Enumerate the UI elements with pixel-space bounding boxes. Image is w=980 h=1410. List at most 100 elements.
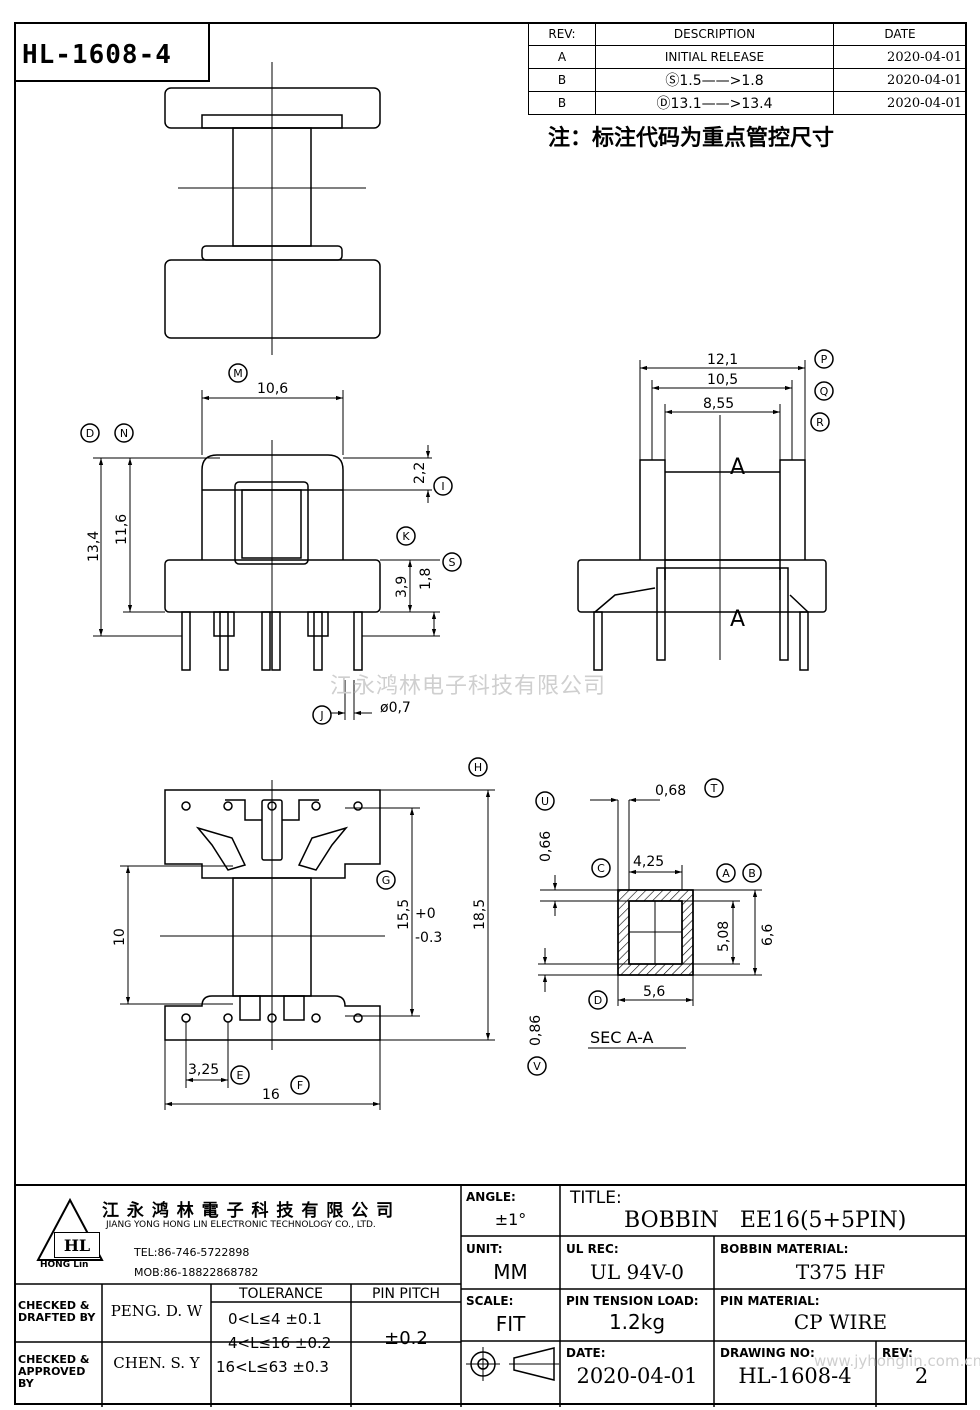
balloon-e-label: E [237, 1069, 244, 1082]
balloon-c-label: C [597, 862, 605, 875]
tolerance-row-3: 16<L≤63 ±0.3 [216, 1358, 329, 1376]
dim-12-1: 12,1 [707, 352, 738, 368]
balloon-h [468, 757, 488, 777]
dim-1-8: 1,8 [418, 568, 434, 590]
balloon-k [396, 526, 416, 546]
dim-5-08: 5,08 [716, 921, 732, 952]
dim-4-25: 4,25 [633, 854, 664, 870]
dim-15-5-tol-minus: -0.3 [415, 930, 442, 946]
balloon-a-label: A [722, 867, 730, 880]
revision-row: A INITIAL RELEASE 2020-04-01 [528, 45, 967, 69]
revision-row: B Ⓢ1.5——>1.8 2020-04-01 [528, 68, 967, 92]
company-tel: TEL:86-746-5722898 [134, 1246, 250, 1259]
balloon-t [704, 778, 724, 798]
dim-15-5-tol-plus: +0 [415, 906, 436, 922]
scale-value: FIT [495, 1312, 526, 1336]
part-number: HL-1608-4 [22, 40, 172, 70]
balloon-r [810, 412, 830, 432]
balloon-p [814, 349, 834, 369]
balloon-j [312, 705, 332, 725]
balloon-a [716, 863, 736, 883]
desc-cell: INITIAL RELEASE [595, 45, 834, 69]
dim-0-66: 0,66 [538, 831, 554, 862]
unit-value: MM [493, 1260, 528, 1284]
drawing-no-label: DRAWING NO: [720, 1346, 815, 1360]
angle-label: ANGLE: [466, 1190, 516, 1204]
balloon-c [591, 858, 611, 878]
pin-material-label: PIN MATERIAL: [720, 1294, 820, 1308]
checked-approved-label: CHECKED & APPROVED BY [18, 1353, 90, 1390]
balloon-m-label: M [233, 367, 243, 380]
balloon-d2-label: D [594, 994, 602, 1007]
dim-10-5: 10,5 [707, 372, 738, 388]
angle-value: ±1° [494, 1210, 527, 1229]
rev-cell: B [528, 91, 596, 115]
balloon-i-label: I [441, 480, 444, 493]
company-mob: MOB:86-18822868782 [134, 1266, 259, 1279]
technical-drawing: 10,6 13,4 11,6 2,2 3,9 1,8 ø0,7 12,1 10,… [80, 62, 834, 1110]
dim-2-2: 2,2 [412, 462, 428, 484]
dim-10: 10 [112, 928, 128, 946]
revision-header-row: REV: DESCRIPTION DATE [528, 22, 967, 46]
dim-5-6: 5,6 [643, 984, 665, 1000]
balloon-k-label: K [402, 530, 410, 543]
balloon-s-label: S [449, 556, 456, 569]
ul-rec-label: UL REC: [566, 1242, 619, 1256]
part-number-box [14, 22, 210, 82]
title-value: BOBBIN EE16(5+5PIN) [624, 1208, 907, 1233]
balloon-q [814, 381, 834, 401]
revision-table: REV: DESCRIPTION DATE A INITIAL RELEASE … [528, 22, 967, 115]
company-logo-sub: HONG Lin [40, 1260, 89, 1270]
dim-6-6: 6,6 [760, 924, 776, 946]
dim-8-55: 8,55 [703, 396, 734, 412]
dim-18-5: 18,5 [472, 899, 488, 930]
date-cell: 2020-04-01 [833, 91, 967, 115]
title-block: HL HONG Lin 江 永 鸿 林 電 子 科 技 有 限 公 司 JIAN… [14, 1184, 980, 1407]
drawing-frame [14, 22, 967, 1405]
desc-cell: Ⓓ13.1——>13.4 [595, 91, 834, 115]
date-header: DATE [833, 22, 967, 46]
company-name-en: JIANG YONG HONG LIN ELECTRONIC TECHNOLOG… [106, 1220, 376, 1230]
title-label: TITLE: [570, 1188, 622, 1208]
checked-drafted-label: CHECKED & DRAFTED BY [18, 1299, 96, 1324]
rev-value: 2 [914, 1364, 929, 1388]
tolerance-row-1: 0<L≤4 ±0.1 [228, 1310, 322, 1328]
balloon-b [742, 863, 762, 883]
bobbin-material-label: BOBBIN MATERIAL: [720, 1242, 849, 1256]
section-mark-a-top: A [730, 455, 745, 480]
section-mark-a-bottom: A [730, 607, 745, 632]
pin-tension-value: 1.2kg [608, 1310, 666, 1334]
balloon-j-label: J [319, 709, 323, 722]
dim-0-7: ø0,7 [380, 700, 411, 716]
tolerance-row-2: 4<L≤16 ±0.2 [228, 1334, 332, 1352]
balloon-d [80, 423, 100, 443]
pin-tension-label: PIN TENSION LOAD: [566, 1294, 699, 1308]
balloon-i [433, 476, 453, 496]
balloon-d2 [588, 990, 608, 1010]
website-watermark: www.jyhonglin.com.cn [814, 1352, 980, 1370]
date-cell: 2020-04-01 [833, 68, 967, 92]
balloon-q-label: Q [820, 385, 829, 398]
dim-0-68: 0,68 [655, 783, 686, 799]
balloon-u [535, 791, 555, 811]
side-view [577, 360, 827, 671]
front-view [93, 390, 440, 720]
dim-3-9: 3,9 [394, 576, 410, 598]
balloon-f-label: F [297, 1079, 303, 1092]
checked-approved-value: CHEN. S. Y [113, 1354, 200, 1372]
bobbin-material-value: T375 HF [795, 1260, 886, 1284]
pin-pitch-value: ±0.2 [384, 1328, 428, 1349]
balloon-t-label: T [710, 782, 718, 795]
balloon-e [230, 1065, 250, 1085]
rev-cell: B [528, 68, 596, 92]
company-logo: HL [54, 1232, 100, 1258]
title-block-grid [14, 1186, 967, 1407]
company-name-cn: 江 永 鸿 林 電 子 科 技 有 限 公 司 [102, 1201, 395, 1221]
revision-row: B Ⓓ13.1——>13.4 2020-04-01 [528, 91, 967, 115]
watermark: 江永鸿林电子科技有限公司 [330, 674, 607, 699]
pin-pitch-label: PIN PITCH [371, 1286, 441, 1302]
balloon-n-label: N [120, 427, 128, 440]
balloon-s [442, 552, 462, 572]
dim-3-25: 3,25 [188, 1062, 219, 1078]
unit-label: UNIT: [466, 1242, 503, 1256]
